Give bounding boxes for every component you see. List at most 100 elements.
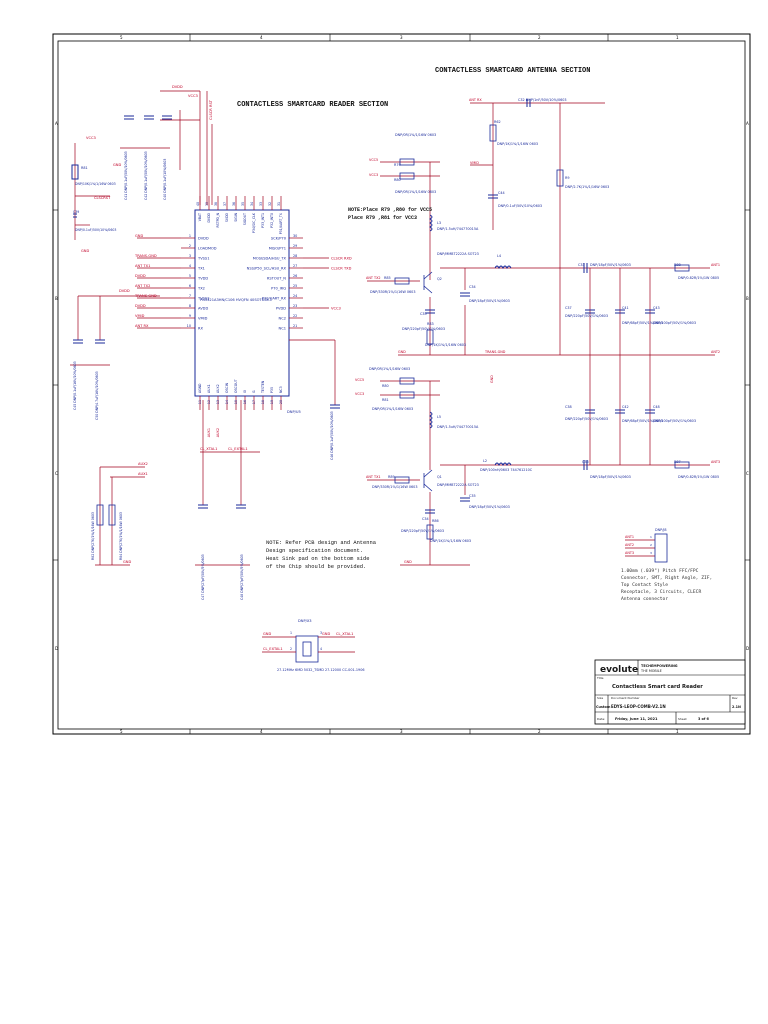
zone-number-3: 3 <box>400 35 403 40</box>
net-vcc3-top-ant: VCC3 <box>369 173 378 177</box>
cap-c42-label: C42 DNP/0.1uF/50V/10%/0603 <box>144 151 148 200</box>
res-r89-value: DNP/330R/1%/1/16W 0603 <box>372 485 418 489</box>
res-r81b-value: DNP/0R/1%/1/16W 0603 <box>372 407 413 411</box>
ic-top-pin-num: 38 <box>214 202 218 206</box>
net-ant3: ANT3 <box>711 460 720 464</box>
ic-bottom-pin-name: I1 <box>252 390 256 393</box>
net-gnd-left-top: GND <box>81 249 89 253</box>
ic-left-pin-name: TVDD <box>197 277 208 281</box>
pvdd-cap-plates <box>330 404 340 409</box>
ic-top-pins: 40VBAT39DVDD38RSTPD_N37SVDD36SIGIN35SIGO… <box>196 196 283 234</box>
ind-l3-ref: L3 <box>437 221 441 225</box>
cap-c34b-value: DNP/220pF/50V/1%/0603 <box>401 529 444 533</box>
ind-l2-value: DNP/100nH/0603 744761210C <box>480 468 533 472</box>
zone-number-1-bottom: 1 <box>676 729 679 734</box>
zone-number-4-bottom: 4 <box>260 729 263 734</box>
ic-bottom-pin-name: OSCIN <box>225 382 229 393</box>
ic-bottom-pin-name: AUX1 <box>207 384 211 393</box>
ic-right-pin-num: 21 <box>293 324 297 328</box>
ic-right-pin-name: NC1 <box>279 327 286 331</box>
ic-top-pin-name: P33_INT1 <box>261 213 265 228</box>
cap-c35b-ref: C35 <box>469 494 476 498</box>
ic-left-pin-name: TVSS1 <box>197 257 210 261</box>
cap-c35-value: DNP/220pF/50V/1%/0603 <box>402 327 445 331</box>
connector-desc-1: 1.00mm (.039") Pitch FFC/FPC <box>621 568 699 574</box>
ic-bottom-pin-name: OSCOUT <box>234 379 238 393</box>
vcc-note-line-1: NOTE:Place R79 ,R80 for VCC5 <box>348 207 432 213</box>
zone-letter-b-right: B <box>746 296 749 301</box>
ic-right-pin-name: P30/UART_RX <box>262 297 287 301</box>
q2-ref: Q2 <box>437 277 442 281</box>
cap-c48-value: DNP/100pF/50V/1%/0603 <box>653 419 696 423</box>
ic-bottom-pin-num: 16 <box>243 400 247 404</box>
res-r85-ref: R85 <box>384 276 391 280</box>
connector-body <box>654 533 668 563</box>
zone-number-5-bottom: 5 <box>120 729 123 734</box>
res-r80b-value: DNP/0R/1%/1/16W 0603 <box>369 367 410 371</box>
pcb-note-line-2: Design specification document. <box>266 548 363 554</box>
net-aux1: AUX1 <box>138 472 148 476</box>
connector-desc-4: Receptacle, 3 Circuits, CLECR <box>621 589 701 595</box>
res-r62-value: DNP/1K/1%/1/16W 0603 <box>497 142 538 146</box>
net-gnd-ant-mid: GND <box>398 350 406 354</box>
ic-top-pin-name: P34/SIC_CLK <box>252 212 256 233</box>
reader-top-caps <box>71 115 172 218</box>
connector-description: 1.00mm (.039") Pitch FFC/FPC Connector, … <box>621 568 712 602</box>
connector-ref: DNP/J8 <box>655 528 667 532</box>
ic-part-label: PN5321A3HN/C106 HVQFN 40SOT618-1 <box>200 298 272 302</box>
cap-c34-value: DNP/18pF/50V/1%/0603 <box>469 299 510 303</box>
ic-left-net-label: ANT RX <box>135 324 149 328</box>
res-r81b-ref: R81 <box>382 398 389 402</box>
net-gnd-top: GND <box>113 163 121 167</box>
pcb-note-line-3: Heat Sink pad on the bottom side <box>266 556 370 562</box>
title-label: Title <box>596 676 604 680</box>
ic-left-pin-num: 7 <box>189 294 191 298</box>
antenna-section-title: CONTACTLESS SMARTCARD ANTENNA SECTION <box>435 67 590 75</box>
ic-u5: PN5321A3HN/C106 HVQFN 40SOT618-1 1DVDDGN… <box>134 196 352 437</box>
reader-section-title: CONTACTLESS SMARTCARD READER SECTION <box>237 101 388 109</box>
q2-value: DNP/MMBT2222A SOT23 <box>437 252 479 256</box>
ic-left-pin-num: 8 <box>189 304 191 308</box>
net-vcc3-left: VCC3 <box>86 136 96 140</box>
res-r85-value: DNP/330R/1%/1/16W 0603 <box>370 290 416 294</box>
ic-aux-net-label: AUX1 <box>207 428 211 437</box>
cap-c42-ref: C42 <box>622 405 629 409</box>
ic-top-pin-name: VBAT <box>198 213 202 221</box>
ic-bottom-pin-name: TESTEN <box>261 380 265 394</box>
ic-bottom-pin-num: 19 <box>270 400 274 404</box>
ic-left-net-label: DVDD <box>135 304 146 308</box>
connector-desc-2: Connector, SMT, Right Angle, ZIF, <box>621 575 712 581</box>
ic-top-pin-name: P31/UART_TX <box>279 212 283 234</box>
net-vmid: VMID <box>470 161 479 165</box>
res-r83-value: DNP/1K/1%/1/16W 0603 <box>425 343 466 347</box>
ic-bottom-pin-num: 12 <box>207 400 211 404</box>
aux-wiring <box>95 466 145 566</box>
res-r82-label: R82 DNP/27K/1%/1/16W 0603 <box>91 512 95 560</box>
net-dvdd-left: DVDD <box>119 289 130 293</box>
crystal-right-net-2: CL_XTAL1 <box>336 632 353 636</box>
res-r88-value: DNP/0.82R/1%/1W 0805 <box>678 276 719 280</box>
vcc-note-line-2: Place R79 ,R81 for VCC3 <box>348 215 417 221</box>
cap-c38-value: DNP/220pF/50V/1%/0603 <box>565 417 608 421</box>
pcb-note-line-1: NOTE: Refer PCB design and Antenna <box>266 540 377 546</box>
ic-left-pin-name: RX <box>198 327 203 331</box>
res-r88-ref: R88 <box>674 263 681 267</box>
q1-value: DNP/MMBT2222A SOT23 <box>437 483 479 487</box>
ic-left-net-label: TRANS-GND <box>134 254 157 258</box>
cap-c45-label: C45 DNP/0.1uF/16V/10%/0603 <box>73 361 77 410</box>
res-r84-label: R84 DNP/27K/1%/1/16W 0603 <box>119 512 123 560</box>
size-label: Size <box>597 696 603 700</box>
antenna-resistors <box>394 124 690 540</box>
cap-c44-value: DNP/0.1uF/50V/10%/0603 <box>498 204 542 208</box>
net-vcc5-bottom: VCC5 <box>355 378 364 382</box>
ic-bottom-pin-name: AGND <box>198 383 202 393</box>
crystal-left-net-1: GND <box>263 632 271 636</box>
q1-ref: Q1 <box>437 475 442 479</box>
cap-c37-value: DNP/220pF/50V/1%/0603 <box>565 314 608 318</box>
cap-c33-ref: C33 <box>578 263 585 267</box>
net-ant-rx: ANT RX <box>469 98 482 102</box>
ic-ref-label: DNP/U5 <box>287 410 301 414</box>
ic-right-pin-num: 30 <box>293 234 297 238</box>
ic-right-pin-num: 24 <box>293 294 297 298</box>
vcc-note: NOTE:Place R79 ,R80 for VCC5 Place R79 ,… <box>348 207 432 221</box>
